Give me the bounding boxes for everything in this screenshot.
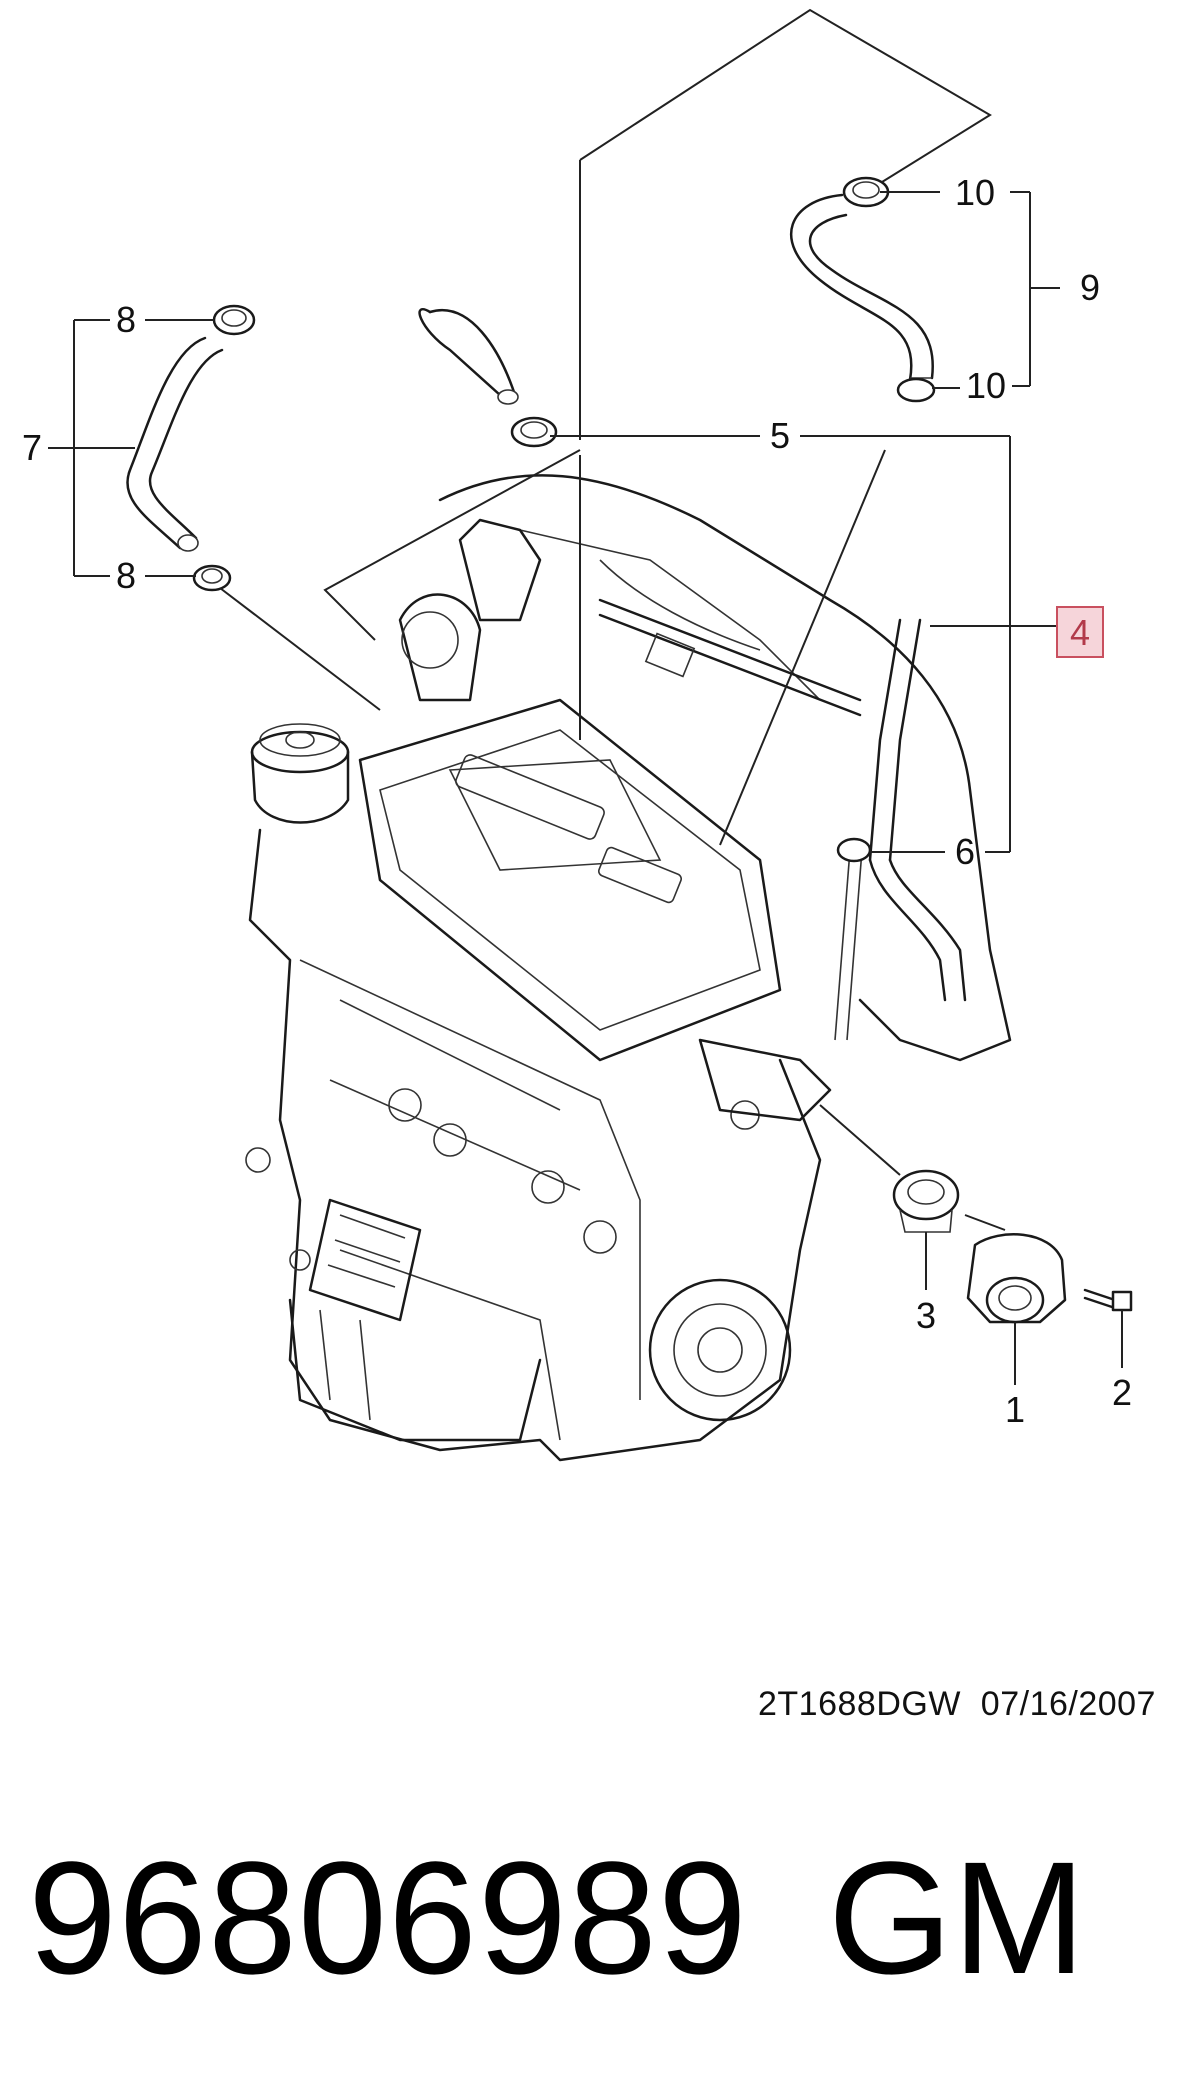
- hose-7: [126, 336, 224, 552]
- callout-6: 6: [955, 831, 975, 872]
- callout-8-top: 8: [116, 299, 136, 340]
- thermostat-housing-1: [966, 1233, 1067, 1324]
- clamp-8-bottom: [192, 564, 232, 592]
- callout-2: 2: [1112, 1372, 1132, 1413]
- callouts: 10 9 10 8 7 8 5 4 6 3 1 2: [22, 172, 1132, 1430]
- callout-4: 4: [1070, 612, 1090, 653]
- callout-10-top: 10: [955, 172, 995, 213]
- callout-4-highlight: [1056, 606, 1104, 658]
- hose-9: [789, 193, 934, 382]
- callout-5: 5: [770, 415, 790, 456]
- callout-3: 3: [916, 1295, 936, 1336]
- leader-lines: [48, 8, 1123, 1385]
- part-number: 96806989: [28, 1828, 748, 2007]
- clamp-5: [510, 416, 558, 448]
- engine-illustration: [245, 474, 1012, 1462]
- clamp-10-bottom: [896, 377, 936, 403]
- callout-10-bottom: 10: [966, 365, 1006, 406]
- callout-1: 1: [1005, 1389, 1025, 1430]
- thermostat-3: [892, 1169, 960, 1233]
- callout-9: 9: [1080, 267, 1100, 308]
- brand-label: GM: [828, 1828, 1086, 2007]
- callout-7: 7: [22, 427, 42, 468]
- bolt-2: [1083, 1288, 1133, 1312]
- drawing-code: 2T1688DGW 07/16/2007: [758, 1685, 1156, 1723]
- clamp-8-top: [212, 304, 256, 336]
- callout-8-bottom: 8: [116, 555, 136, 596]
- hose-5: [418, 308, 519, 405]
- clamp-6: [836, 837, 872, 863]
